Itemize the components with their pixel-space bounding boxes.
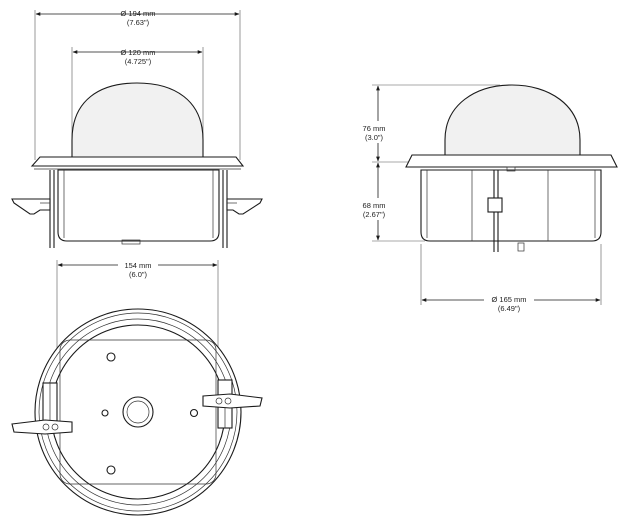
flange — [30, 156, 245, 167]
body — [420, 169, 602, 242]
dome — [71, 82, 204, 158]
front-view: Ø 194 mm (7.63") Ø 120 mm (4.725") — [11, 9, 263, 248]
dim-154-mm: 154 mm — [124, 261, 151, 270]
top-tab — [506, 166, 516, 172]
dim-76-mm: 76 mm — [363, 124, 386, 133]
dim-194-inch: (7.63") — [127, 18, 150, 27]
label-bg — [356, 198, 394, 220]
label-bg — [118, 258, 158, 280]
center-hub — [122, 396, 154, 428]
foot — [517, 242, 525, 252]
clamp-bolt — [215, 397, 223, 405]
dim-76-inch: (3.0") — [365, 133, 384, 142]
clamp-bolt — [224, 397, 232, 405]
side-view: 76 mm (3.0") 68 mm (2.67") Ø 165 mm (6.4… — [356, 84, 618, 313]
screw — [106, 352, 116, 362]
center-hub-inner — [126, 400, 150, 424]
inner-plate — [59, 339, 217, 485]
bottom-tab — [121, 239, 141, 245]
dim-120-mm: Ø 120 mm — [120, 48, 155, 57]
clamp-bolt — [51, 423, 59, 431]
dim-68-mm: 68 mm — [363, 201, 386, 210]
top-view: 154 mm (6.0") — [11, 258, 263, 516]
ring — [38, 312, 238, 512]
clamp-bolt — [42, 423, 50, 431]
screw — [189, 408, 199, 418]
clamp-block — [487, 197, 503, 213]
dim-165-inch: (6.49") — [498, 304, 521, 313]
dim-165-mm: Ø 165 mm — [491, 295, 526, 304]
dim-120-inch: (4.725") — [125, 57, 152, 66]
flange — [405, 154, 618, 168]
body — [57, 169, 220, 242]
dim-154-inch: (6.0") — [129, 270, 148, 279]
clamp-right — [226, 198, 263, 215]
dim-68-inch: (2.67") — [363, 210, 386, 219]
clamp-arm — [11, 419, 73, 435]
label-bg — [358, 121, 392, 143]
clamp-right-top — [202, 379, 263, 429]
clamp-arm — [202, 393, 263, 409]
clamp-left-top — [11, 382, 73, 435]
clamp-left — [11, 198, 51, 215]
screw — [101, 409, 109, 417]
dome — [444, 84, 581, 156]
label-bg — [484, 293, 534, 313]
dim-194-mm: Ø 194 mm — [120, 9, 155, 18]
screw — [106, 465, 116, 475]
